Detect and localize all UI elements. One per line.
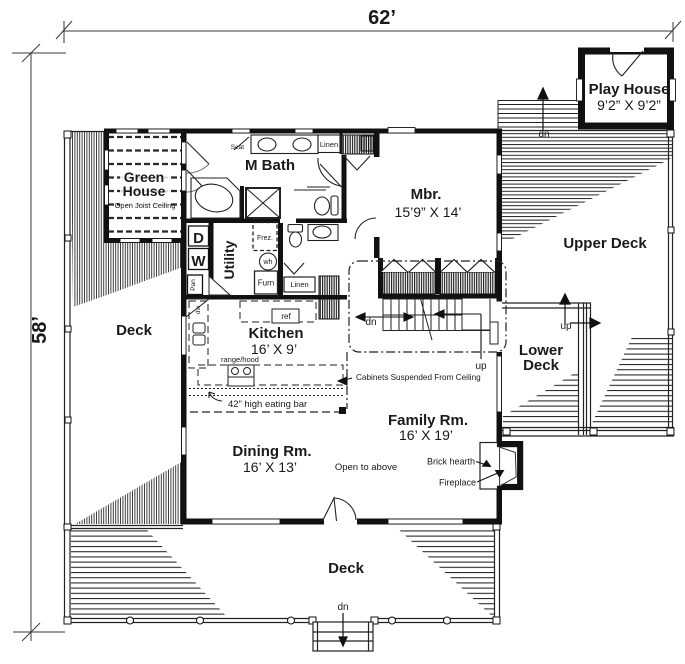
svg-text:16’ X 19’: 16’ X 19’ (399, 427, 453, 443)
svg-text:Mbr.: Mbr. (411, 186, 442, 203)
svg-text:Deck: Deck (116, 322, 153, 339)
svg-text:Green: Green (124, 169, 164, 185)
svg-text:16’ X 9’: 16’ X 9’ (251, 341, 297, 357)
svg-text:up: up (560, 321, 572, 332)
svg-text:Furn: Furn (258, 279, 274, 288)
svg-text:Open to above: Open to above (335, 462, 397, 473)
svg-text:Lower: Lower (519, 342, 563, 359)
svg-text:W: W (191, 253, 206, 270)
svg-text:Linen: Linen (290, 280, 308, 289)
svg-text:Cabinets Suspended From Ceilin: Cabinets Suspended From Ceiling (356, 373, 481, 382)
svg-text:Family Rm.: Family Rm. (388, 412, 468, 429)
svg-text:62’: 62’ (368, 7, 396, 29)
svg-text:wh: wh (263, 259, 273, 266)
svg-text:Brick hearth: Brick hearth (427, 457, 475, 467)
svg-text:Utility: Utility (221, 240, 237, 279)
svg-text:Seat: Seat (231, 144, 245, 151)
svg-text:Linen: Linen (320, 140, 338, 149)
svg-text:Play House: Play House (589, 81, 670, 98)
svg-text:15’9” X 14’: 15’9” X 14’ (395, 204, 462, 220)
svg-text:Dining Rm.: Dining Rm. (232, 443, 311, 460)
svg-text:dn: dn (538, 129, 549, 140)
svg-text:58’: 58’ (29, 316, 51, 344)
svg-text:Frez.: Frez. (257, 235, 273, 242)
svg-text:Deck: Deck (328, 560, 365, 577)
svg-text:16’ X 13’: 16’ X 13’ (243, 459, 297, 475)
svg-text:Pan: Pan (190, 279, 197, 291)
svg-text:D: D (193, 230, 204, 247)
svg-text:Open Joist Ceiling: Open Joist Ceiling (115, 201, 176, 210)
svg-text:M Bath: M Bath (245, 157, 295, 174)
svg-text:dn: dn (337, 602, 348, 613)
svg-text:Fireplace: Fireplace (439, 478, 476, 488)
svg-text:42” high eating bar: 42” high eating bar (228, 399, 307, 410)
svg-text:dw: dw (195, 306, 202, 315)
svg-text:Upper Deck: Upper Deck (563, 235, 647, 252)
svg-text:Kitchen: Kitchen (248, 325, 303, 342)
svg-text:ref: ref (281, 312, 291, 321)
svg-text:9’2” X 9’2”: 9’2” X 9’2” (597, 97, 661, 113)
svg-text:Deck: Deck (523, 357, 560, 374)
svg-text:range/hood: range/hood (221, 355, 259, 364)
svg-text:House: House (123, 183, 166, 199)
svg-text:up: up (475, 361, 487, 372)
svg-text:dn: dn (365, 317, 376, 328)
